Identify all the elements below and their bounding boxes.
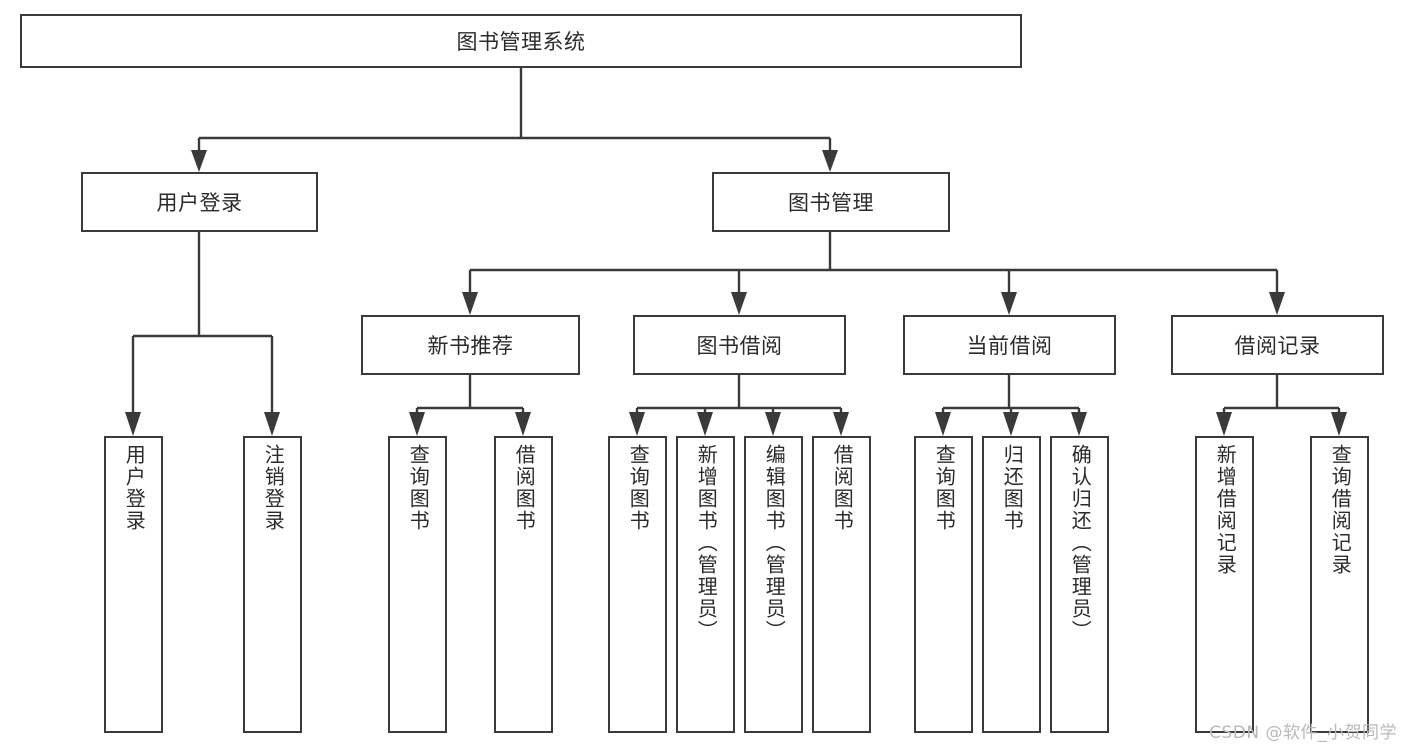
node-borrow-record[interactable]: 借阅记录 bbox=[1171, 315, 1384, 375]
leaf-current-borrow-return[interactable]: 归还图书 bbox=[982, 436, 1041, 733]
arrow-user-login-leaf-2 bbox=[264, 412, 280, 436]
arrow-current-borrow-leaf-1 bbox=[935, 412, 951, 436]
leaf-borrow-record-add[interactable]: 新增借阅记录 bbox=[1195, 436, 1254, 733]
leaf-label: 归还图书 bbox=[1000, 444, 1025, 532]
node-root-label: 图书管理系统 bbox=[456, 30, 586, 54]
leaf-label: 查询图书 bbox=[406, 444, 431, 532]
watermark: CSDN @软件_小贺同学 bbox=[1209, 723, 1397, 743]
leaf-label: 编辑图书（管理员） bbox=[762, 444, 787, 642]
node-user-login-label: 用户登录 bbox=[156, 191, 243, 215]
arrow-current-borrow-leaf-2 bbox=[1003, 412, 1019, 436]
node-current-borrow[interactable]: 当前借阅 bbox=[903, 315, 1116, 375]
arrow-user-login-leaf-1 bbox=[125, 412, 141, 436]
arrow-root-to-user-login bbox=[191, 150, 207, 172]
leaf-label: 确认归还（管理员） bbox=[1068, 444, 1093, 642]
node-new-book-recommend-label: 新书推荐 bbox=[427, 334, 514, 358]
node-new-book-recommend[interactable]: 新书推荐 bbox=[361, 315, 580, 375]
arrow-current-borrow-leaf-3 bbox=[1071, 412, 1087, 436]
leaf-label: 查询借阅记录 bbox=[1328, 444, 1353, 576]
arrow-book-borrow-leaf-1 bbox=[629, 412, 645, 436]
leaf-label: 查询图书 bbox=[932, 444, 957, 532]
leaf-new-book-borrow[interactable]: 借阅图书 bbox=[494, 436, 553, 733]
node-book-borrow[interactable]: 图书借阅 bbox=[633, 315, 846, 375]
leaf-book-borrow-borrow[interactable]: 借阅图书 bbox=[812, 436, 871, 733]
arrow-new-book-leaf-2 bbox=[515, 412, 531, 436]
arrow-to-current-borrow bbox=[1001, 292, 1017, 315]
leaf-borrow-record-query[interactable]: 查询借阅记录 bbox=[1310, 436, 1369, 733]
arrow-book-borrow-leaf-3 bbox=[765, 412, 781, 436]
leaf-label: 新增借阅记录 bbox=[1213, 444, 1238, 576]
leaf-label: 查询图书 bbox=[626, 444, 651, 532]
leaf-current-borrow-confirm-return[interactable]: 确认归还（管理员） bbox=[1050, 436, 1109, 733]
node-book-management-label: 图书管理 bbox=[788, 191, 874, 215]
node-root-book-management-system[interactable]: 图书管理系统 bbox=[20, 14, 1022, 68]
leaf-label: 借阅图书 bbox=[830, 444, 855, 532]
node-user-login[interactable]: 用户登录 bbox=[81, 172, 318, 232]
arrow-to-book-borrow bbox=[731, 292, 747, 315]
leaf-current-borrow-query[interactable]: 查询图书 bbox=[914, 436, 973, 733]
arrow-new-book-leaf-1 bbox=[409, 412, 425, 436]
arrow-borrow-record-leaf-1 bbox=[1216, 412, 1232, 436]
leaf-label: 用户登录 bbox=[122, 444, 147, 532]
leaf-user-login-login[interactable]: 用户登录 bbox=[104, 436, 163, 733]
node-borrow-record-label: 借阅记录 bbox=[1234, 334, 1321, 358]
leaf-book-borrow-add[interactable]: 新增图书（管理员） bbox=[676, 436, 735, 733]
leaf-book-borrow-edit[interactable]: 编辑图书（管理员） bbox=[744, 436, 803, 733]
leaf-label: 借阅图书 bbox=[512, 444, 537, 532]
leaf-book-borrow-query[interactable]: 查询图书 bbox=[608, 436, 667, 733]
leaf-label: 新增图书（管理员） bbox=[694, 444, 719, 642]
arrow-to-borrow-record bbox=[1269, 292, 1285, 315]
node-current-borrow-label: 当前借阅 bbox=[966, 334, 1053, 358]
node-book-borrow-label: 图书借阅 bbox=[696, 334, 783, 358]
arrow-book-borrow-leaf-4 bbox=[833, 412, 849, 436]
arrow-to-new-book-recommend bbox=[462, 292, 478, 315]
node-book-management[interactable]: 图书管理 bbox=[712, 172, 950, 232]
arrow-book-borrow-leaf-2 bbox=[697, 412, 713, 436]
leaf-new-book-query[interactable]: 查询图书 bbox=[388, 436, 447, 733]
leaf-label: 注销登录 bbox=[261, 444, 286, 532]
arrow-root-to-book-mgmt bbox=[822, 150, 838, 172]
arrow-borrow-record-leaf-2 bbox=[1331, 412, 1347, 436]
leaf-user-login-logout[interactable]: 注销登录 bbox=[243, 436, 302, 733]
